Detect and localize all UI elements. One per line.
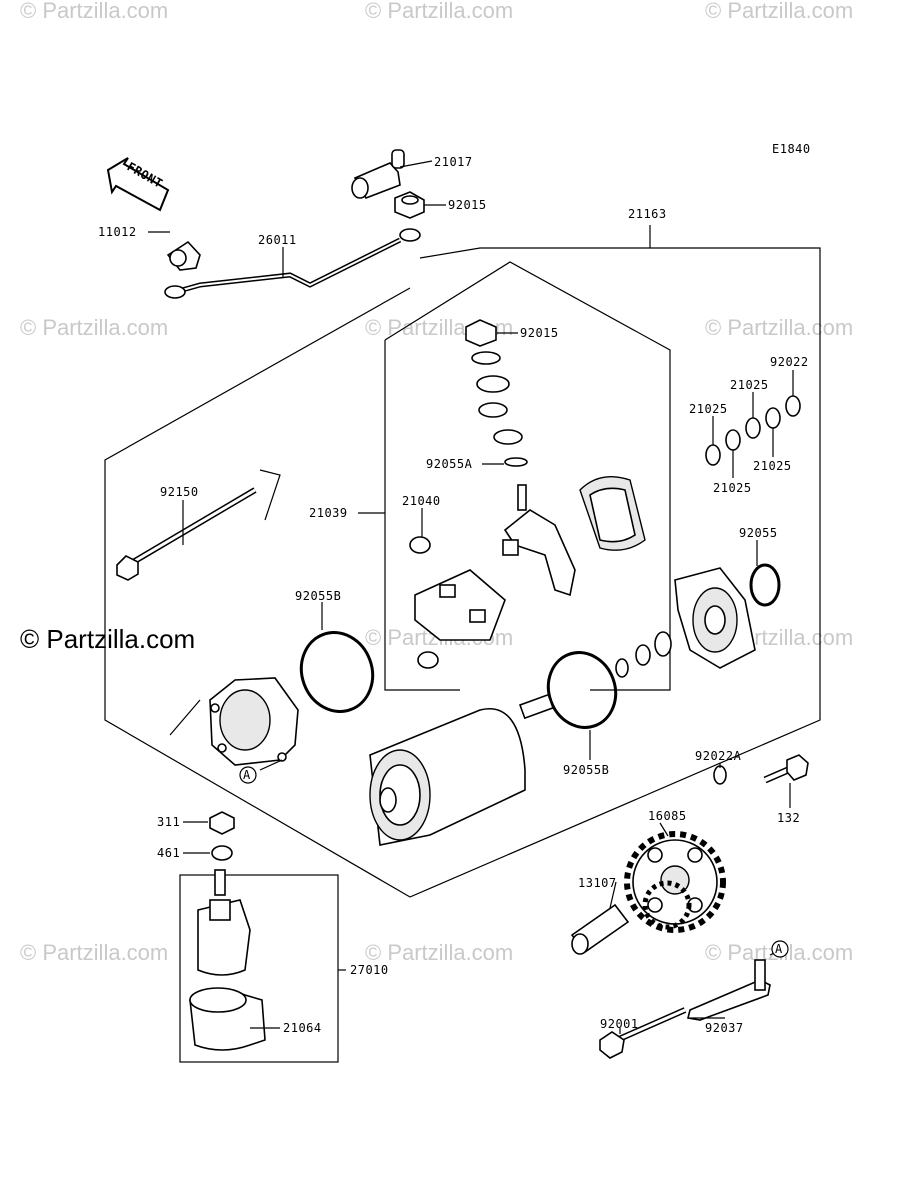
part-number: 92015: [448, 198, 487, 212]
relay-assembly-box-27010: [179, 874, 339, 1063]
starter-relay-27010-icon: [197, 869, 251, 976]
washer-92022a-icon: [713, 765, 727, 785]
assembly-outline-21163: [104, 247, 821, 898]
part-number: 21025: [753, 459, 792, 473]
part-number: 21163: [628, 207, 667, 221]
part-number: 26011: [258, 233, 297, 247]
part-number: 92150: [160, 485, 199, 499]
part-number: 92001: [600, 1017, 639, 1031]
washer-icon: [615, 658, 629, 678]
brush-plate-icon: [502, 484, 576, 597]
watermark-main: © Partzilla.com: [20, 624, 195, 654]
callout-a: A: [239, 766, 257, 784]
long-bolt-92150-icon: [116, 487, 257, 581]
shaft-13107-icon: [570, 903, 630, 955]
motor-body-icon: [369, 693, 555, 846]
part-number: 21017: [434, 155, 473, 169]
o-ring-92055-icon: [749, 563, 781, 607]
part-number: 13107: [578, 876, 617, 890]
part-number: 27010: [350, 963, 389, 977]
nut-washer-stack-icon: [465, 319, 528, 467]
part-number: 132: [777, 811, 800, 825]
bracket-92037-icon: [687, 959, 771, 1021]
end-cover-icon: [674, 567, 756, 669]
yoke-piece-icon: [579, 476, 646, 551]
watermark: © Partzilla.com: [20, 0, 168, 23]
relay-cover-21064-icon: [189, 987, 266, 1051]
part-number: 21025: [689, 402, 728, 416]
gear-16085-icon: [624, 831, 726, 933]
part-number: 21039: [309, 506, 348, 520]
part-number: 21025: [713, 481, 752, 495]
bolt-92001-icon: [599, 1007, 687, 1059]
washer-icon: [635, 644, 651, 666]
watermark: © Partzilla.com: [705, 0, 853, 23]
washer-461-icon: [211, 845, 233, 861]
part-number: 92022A: [695, 749, 742, 763]
front-cover-icon: [209, 677, 299, 766]
part-number: 461: [157, 846, 180, 860]
part-number: 16085: [648, 809, 687, 823]
part-number: 92055B: [563, 763, 609, 777]
brush-holder-outline-21039: [384, 261, 671, 691]
part-number: 92055B: [295, 589, 341, 603]
svg-text:A: A: [243, 768, 251, 782]
washer-icon: [654, 631, 672, 657]
part-number: 92055A: [426, 457, 473, 471]
part-number: 21025: [730, 378, 769, 392]
watermark: © Partzilla.com: [365, 0, 513, 23]
cable-26011-icon: [164, 228, 421, 299]
watermark: © Partzilla.com: [20, 315, 168, 340]
part-number: 92037: [705, 1021, 744, 1035]
svg-text:A: A: [775, 942, 783, 956]
part-number: 21064: [283, 1021, 322, 1035]
part-number: 11012: [98, 225, 137, 239]
watermark: © Partzilla.com: [365, 940, 513, 965]
nut-311-icon: [209, 811, 235, 835]
watermark: © Partzilla.com: [705, 315, 853, 340]
part-number: 92022: [770, 355, 809, 369]
cap-11012-icon: [166, 240, 201, 271]
part-number: 92055: [739, 526, 778, 540]
callout-a: A: [771, 940, 789, 958]
part-number: 21040: [402, 494, 441, 508]
part-labels: 21017 92015 21163 26011 11012 92015 9202…: [98, 155, 809, 1035]
part-number: 92015: [520, 326, 559, 340]
part-number: 311: [157, 815, 180, 829]
brush-holder-21040-icon: [409, 536, 506, 669]
cap-21017-icon: [351, 149, 405, 199]
leader-lines: [148, 160, 794, 1034]
watermark: © Partzilla.com: [20, 940, 168, 965]
nut-92015-icon: [394, 191, 425, 219]
front-arrow-icon: FRONT: [106, 157, 170, 212]
diagram-code: E1840: [772, 142, 811, 156]
o-ring-92055b-icon: [299, 631, 375, 713]
bolt-132-icon: [763, 754, 809, 784]
